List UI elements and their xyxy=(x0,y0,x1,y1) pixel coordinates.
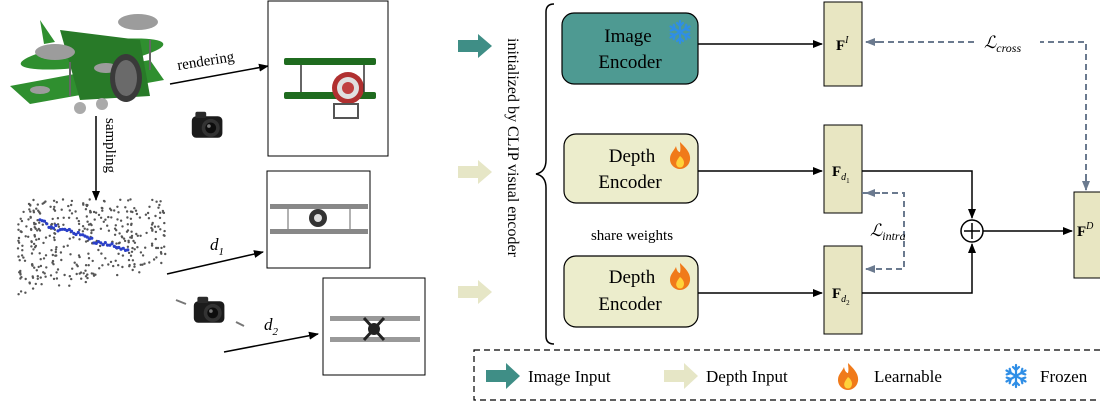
feature-depth-2-label: Fd2 xyxy=(832,286,850,307)
intra-loss-label: ℒintra xyxy=(870,221,906,243)
depth-input-arrow-2 xyxy=(458,280,492,304)
feature-depth-1-label: Fd1 xyxy=(832,164,850,185)
sampling-label: sampling xyxy=(102,118,118,173)
airplane-3d-model xyxy=(10,14,164,114)
camera-icon-rotating xyxy=(193,296,225,323)
feature-depth-1: Fd1 xyxy=(823,124,863,214)
legend-image-input: Image Input xyxy=(528,367,611,386)
depth-encoder-1-box: Depth Encoder xyxy=(563,133,699,204)
image-encoder-box: Image Encoder xyxy=(561,12,699,85)
image-encoder-line1: Image xyxy=(604,26,651,47)
depth-encoder-2-line2: Encoder xyxy=(598,294,662,315)
legend-learnable: Learnable xyxy=(874,367,942,386)
legend: Image Input Depth Input Learnable Frozen xyxy=(473,349,1100,401)
rendering-arrow xyxy=(169,63,269,85)
cross-loss-path xyxy=(868,41,1087,190)
camera-icon xyxy=(191,111,223,138)
rendering-label: rendering xyxy=(176,49,236,74)
point-cloud xyxy=(16,198,167,296)
legend-image-arrow xyxy=(486,363,520,389)
legend-depth-input: Depth Input xyxy=(706,367,788,386)
depth-map-1 xyxy=(266,170,371,269)
rotation-arrows xyxy=(175,299,245,327)
encoder-brace xyxy=(535,3,555,345)
d1-label: d1 xyxy=(210,235,224,258)
share-weights-label: share weights xyxy=(591,228,673,244)
cross-loss-label: ℒcross xyxy=(984,33,1021,55)
image-encoder-line2: Encoder xyxy=(598,52,662,73)
feature-depth-fused: FD xyxy=(1073,191,1100,279)
image-input-arrow xyxy=(458,34,492,58)
intra-loss-bracket xyxy=(862,192,905,273)
depth-encoder-1-line1: Depth xyxy=(609,146,656,167)
legend-depth-arrow xyxy=(664,363,698,389)
legend-frozen: Frozen xyxy=(1040,367,1088,386)
depth-encoder-1-line2: Encoder xyxy=(598,172,662,193)
depth-input-arrow-1 xyxy=(458,160,492,184)
rendered-image xyxy=(267,0,389,157)
fd1-to-sum xyxy=(862,170,976,219)
d1-arrow xyxy=(166,250,264,275)
sum-node xyxy=(960,219,984,243)
feature-depth-fused-label: FD xyxy=(1077,221,1094,240)
depth-encoder-2-line1: Depth xyxy=(609,267,656,288)
legend-frozen-icon xyxy=(1005,363,1027,389)
legend-flame-icon xyxy=(838,363,859,390)
d2-label: d2 xyxy=(264,315,279,338)
fd2-to-sum xyxy=(862,243,976,294)
depth-map-2 xyxy=(322,277,426,376)
clip-init-label: initialized by CLIP visual encoder xyxy=(504,38,521,258)
feature-image: FI xyxy=(823,1,863,87)
d2-arrow xyxy=(223,331,319,353)
feature-depth-2: Fd2 xyxy=(823,245,863,335)
depth-encoder-2-box: Depth Encoder xyxy=(563,255,699,328)
feature-image-label: FI xyxy=(836,35,849,54)
